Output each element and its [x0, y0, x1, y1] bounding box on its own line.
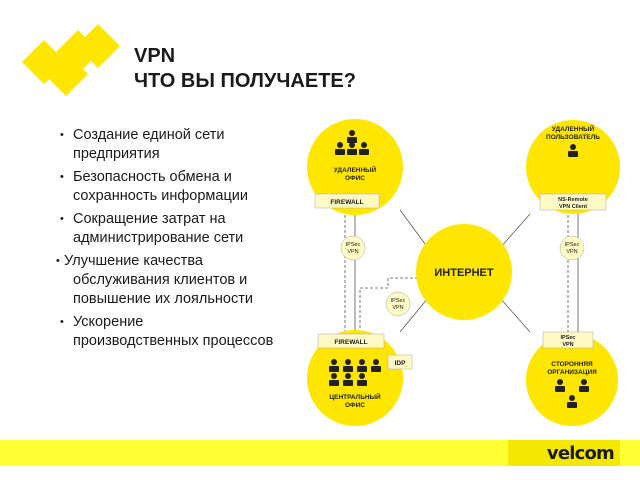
- central-office-label-1: ЦЕНТРАЛЬНЫЙ: [329, 392, 381, 401]
- remote-office-node: УДАЛЕННЫЙ ОФИС: [307, 119, 403, 215]
- svg-text:VPN: VPN: [566, 249, 577, 255]
- footer-brand-logo: velcom: [546, 443, 615, 464]
- ipsec-center-badge: IPSec VPN: [385, 291, 411, 317]
- list-item: • Улучшение качества обслуживания клиент…: [56, 252, 306, 309]
- remote-office-label-1: УДАЛЕННЫЙ: [334, 165, 377, 174]
- list-item-text: Безопасность обмена и сохранность информ…: [73, 169, 248, 204]
- idp-label: IDP: [395, 360, 407, 367]
- internet-node: ИНТЕРНЕТ: [416, 224, 512, 320]
- svg-text:IPSec: IPSec: [561, 335, 576, 341]
- ipsec-left-badge: IPSec VPN: [340, 235, 366, 261]
- title-line-2: ЧТО ВЫ ПОЛУЧАЕТЕ?: [134, 70, 356, 92]
- connection-lines: [344, 209, 579, 335]
- partner-org-label-2: ОРГАНИЗАЦИЯ: [547, 369, 597, 376]
- idp-box: IDP: [387, 354, 413, 370]
- list-item-text: Создание единой сети предприятия: [73, 127, 225, 162]
- bullet-icon: •: [60, 129, 64, 141]
- brand-logo-icon: [22, 24, 120, 96]
- connector-bottom-left: [399, 297, 429, 333]
- central-office-label-2: ОФИС: [345, 402, 365, 409]
- people-icon: [555, 379, 589, 408]
- svg-text:IPSec: IPSec: [346, 242, 361, 248]
- bullet-icon: •: [60, 171, 64, 183]
- benefits-list: • Создание единой сети предприятия • Без…: [56, 126, 306, 355]
- connector-top-right: [499, 213, 531, 249]
- svg-text:VPN: VPN: [347, 249, 358, 255]
- bullet-icon: •: [60, 213, 64, 225]
- svg-text:VPN: VPN: [562, 342, 573, 348]
- list-item-text: Сокращение затрат на администрирование с…: [73, 211, 244, 246]
- connector-top-left: [399, 209, 429, 249]
- list-item: • Ускорение производственных процессов: [56, 313, 306, 351]
- partner-org-node: СТОРОННЯЯ ОРГАНИЗАЦИЯ: [526, 334, 618, 426]
- people-icon: [329, 359, 381, 386]
- svg-text:VPN: VPN: [392, 305, 403, 311]
- list-item-text: Ускорение производственных процессов: [73, 314, 274, 349]
- remote-user-label-1: УДАЛЕННЫЙ: [552, 124, 595, 133]
- firewall-top-box: FIREWALL: [314, 193, 380, 209]
- ipsec-partner-box: IPSec VPN: [542, 331, 594, 349]
- ns-remote-label-2: VPN Client: [559, 204, 587, 210]
- firewall-bottom-box: FIREWALL: [317, 333, 385, 349]
- svg-text:IPSec: IPSec: [565, 242, 580, 248]
- svg-text:IPSec: IPSec: [391, 298, 406, 304]
- user-icon: [568, 144, 578, 157]
- ipsec-right-badge: IPSec VPN: [559, 235, 585, 261]
- title-line-1: VPN: [134, 45, 176, 67]
- internet-label: ИНТЕРНЕТ: [434, 267, 494, 279]
- vpn-network-diagram: УДАЛЕННЫЙ ОФИС FIREWALL УДАЛЕННЫЙ ПОЛЬЗО…: [307, 119, 620, 426]
- bullet-icon: •: [60, 316, 64, 328]
- people-icon: [335, 130, 369, 155]
- bullet-icon: •: [56, 255, 60, 267]
- partner-org-label-1: СТОРОННЯЯ: [551, 361, 593, 368]
- list-item: • Создание единой сети предприятия: [56, 126, 306, 164]
- ns-remote-box: NS-Remote VPN Client: [539, 193, 607, 211]
- remote-user-label-2: ПОЛЬЗОВАТЕЛЬ: [546, 134, 600, 141]
- connector-center-dashed: [360, 277, 428, 289]
- page-title: VPN ЧТО ВЫ ПОЛУЧАЕТЕ?: [134, 44, 356, 94]
- central-office-node: ЦЕНТРАЛЬНЫЙ ОФИС: [307, 330, 403, 426]
- remote-office-label-2: ОФИС: [345, 175, 365, 182]
- footer-brand-block: [508, 440, 620, 466]
- firewall-bottom-label: FIREWALL: [334, 339, 367, 346]
- list-item: • Сокращение затрат на администрирование…: [56, 210, 306, 248]
- list-item-text: Улучшение качества обслуживания клиентов…: [64, 253, 253, 307]
- connector-bottom-right: [499, 297, 531, 333]
- ns-remote-label-1: NS-Remote: [558, 197, 588, 203]
- list-item: • Безопасность обмена и сохранность инфо…: [56, 168, 306, 206]
- firewall-top-label: FIREWALL: [330, 199, 363, 206]
- remote-user-node: УДАЛЕННЫЙ ПОЛЬЗОВАТЕЛЬ: [526, 120, 620, 214]
